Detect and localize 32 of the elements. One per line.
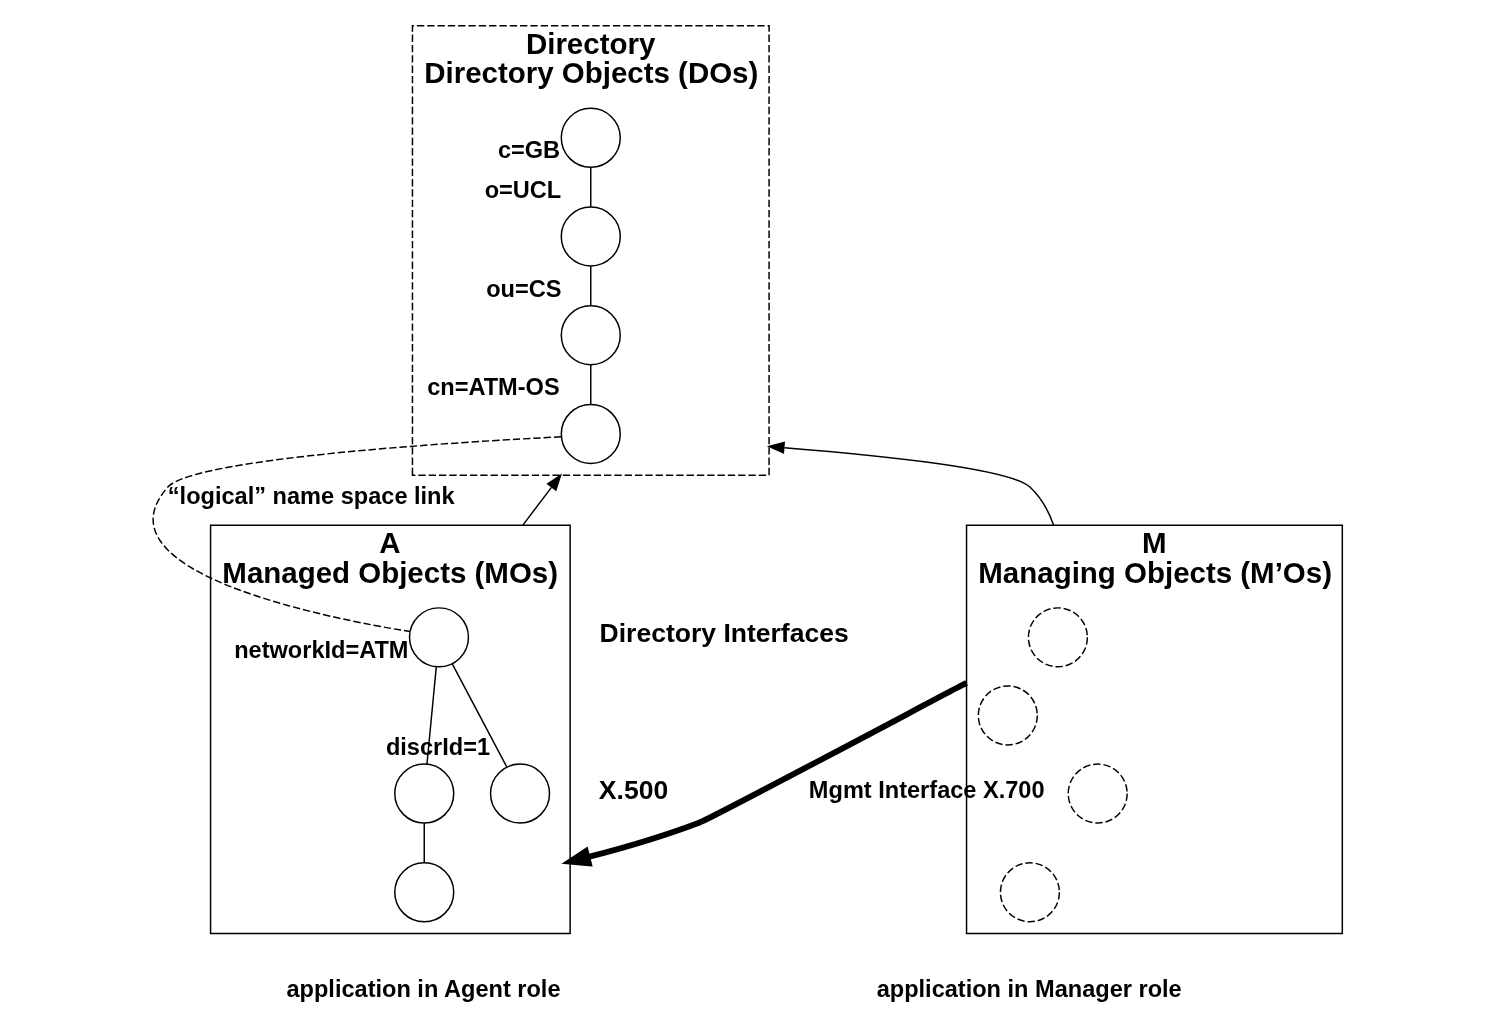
node-circle — [560, 305, 621, 366]
node-label: ou=CS — [485, 275, 561, 302]
node-circle — [489, 763, 550, 824]
node-circle — [560, 206, 621, 267]
connector — [451, 663, 507, 768]
edge-label: “logical” name space link — [167, 483, 455, 510]
node-circle — [1027, 607, 1088, 668]
node-label: o=UCL — [484, 176, 561, 203]
node-label: cn=ATM-OS — [426, 374, 560, 401]
node-label: application in Agent role — [285, 975, 561, 1002]
connector — [589, 265, 591, 307]
label: X.500 — [598, 774, 668, 805]
node-label: application in Manager role — [876, 975, 1182, 1002]
connector — [589, 166, 591, 208]
connector — [589, 364, 591, 405]
arrow — [766, 441, 1054, 527]
node-label: networkId=ATM — [233, 636, 408, 663]
connector — [152, 436, 562, 633]
connector — [423, 822, 425, 864]
node-label: c=GB — [497, 137, 560, 164]
node-circle — [393, 763, 454, 824]
node-circle — [999, 862, 1060, 923]
arrow — [561, 680, 968, 867]
label: Directory Interfaces — [599, 618, 849, 649]
node-circle — [977, 685, 1038, 746]
node-circle — [408, 607, 469, 668]
node-circle — [393, 862, 454, 923]
connector — [425, 666, 437, 765]
node-circle — [560, 107, 621, 168]
node-circle — [560, 403, 621, 465]
node-circle — [1067, 763, 1128, 824]
arrow — [521, 473, 562, 527]
